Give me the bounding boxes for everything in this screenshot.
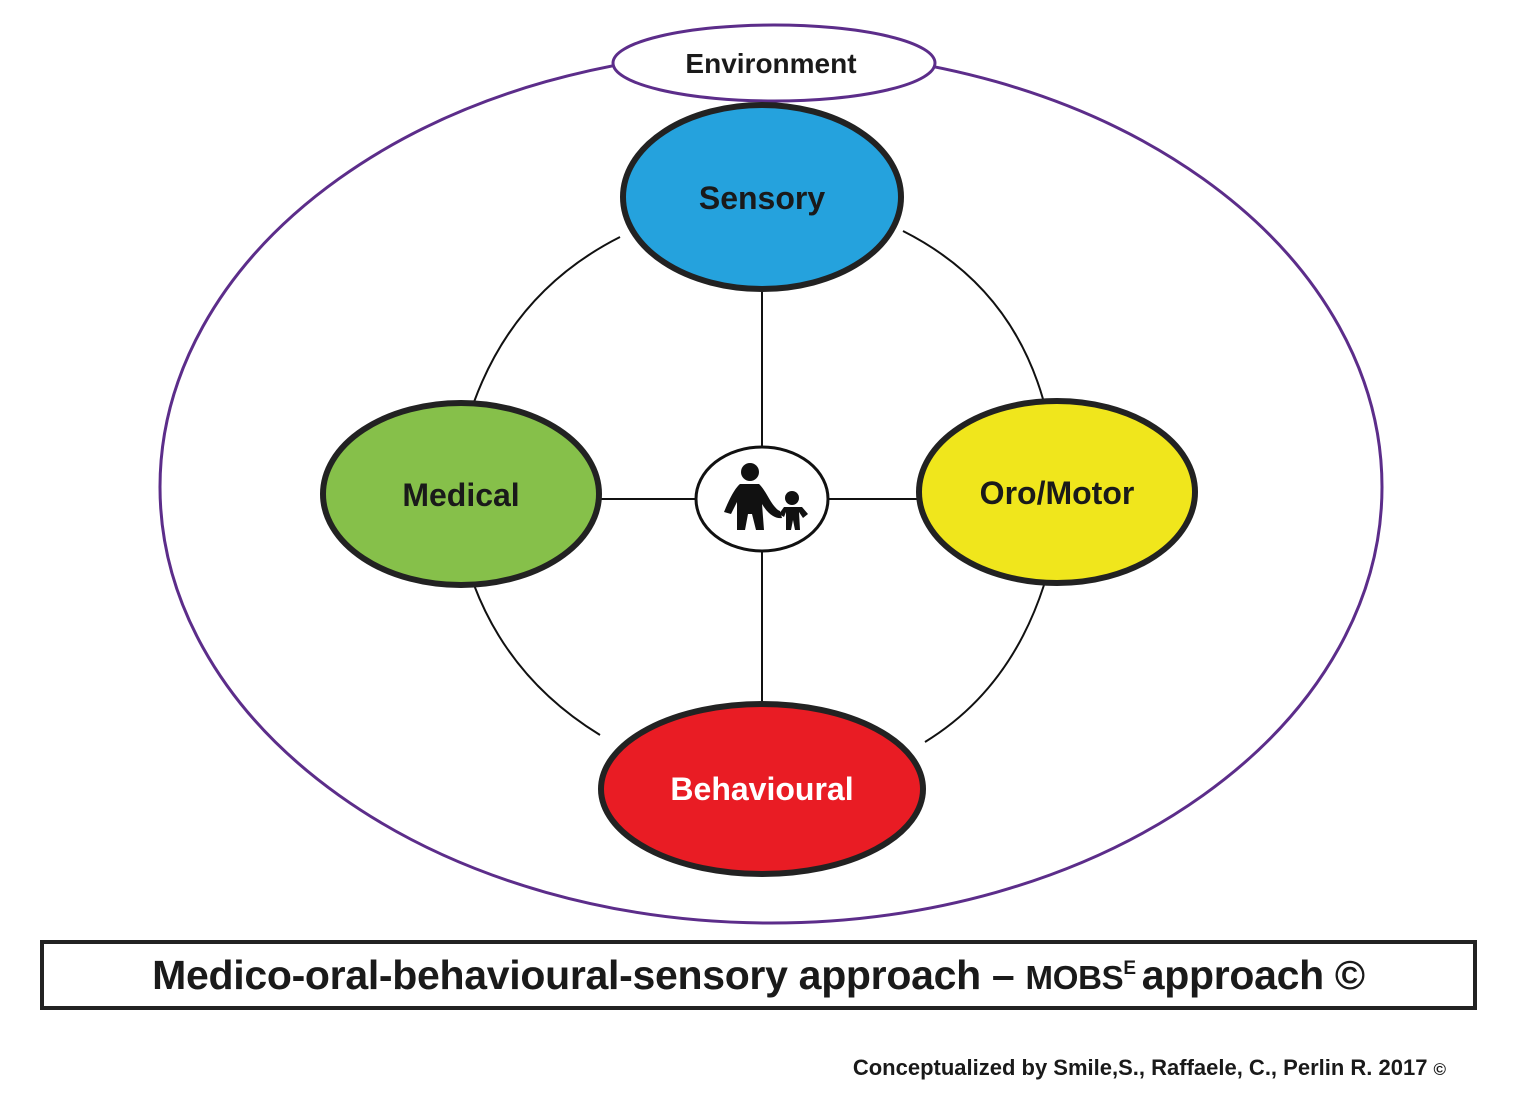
connector-arcs bbox=[473, 230, 1045, 743]
copyright-symbol: © bbox=[1433, 1060, 1446, 1079]
credit-line: Conceptualized by Smile,S., Raffaele, C.… bbox=[853, 1055, 1446, 1081]
arc-oromotor-behavioural bbox=[924, 584, 1045, 743]
behavioural-label: Behavioural bbox=[670, 771, 853, 807]
mobs-diagram: Environment Sensory Medical Oro/Motor Be… bbox=[158, 23, 1384, 925]
arc-sensory-medical bbox=[473, 236, 621, 403]
parent-child-icon bbox=[694, 445, 830, 553]
spokes bbox=[601, 290, 918, 706]
oromotor-node bbox=[916, 398, 1198, 586]
sensory-node bbox=[620, 102, 904, 292]
credit-text: Conceptualized by Smile,S., Raffaele, C.… bbox=[852, 1055, 1428, 1080]
title-main: Medico-oral-behavioural-sensory approach… bbox=[152, 951, 1015, 998]
arc-sensory-oromotor bbox=[902, 230, 1044, 400]
diagram-title: Medico-oral-behavioural-sensory approach… bbox=[152, 952, 1365, 999]
title-suffix: approach © bbox=[1141, 951, 1365, 998]
sensory-label: Sensory bbox=[699, 180, 825, 216]
medical-label: Medical bbox=[402, 477, 519, 513]
oromotor-label: Oro/Motor bbox=[980, 475, 1135, 511]
environment-label-ellipse bbox=[611, 23, 937, 103]
arc-medical-behavioural bbox=[473, 584, 601, 736]
title-box: Medico-oral-behavioural-sensory approach… bbox=[40, 940, 1477, 1010]
title-superscript: E bbox=[1123, 957, 1136, 979]
behavioural-node bbox=[598, 701, 926, 877]
environment-label: Environment bbox=[685, 48, 856, 79]
medical-node bbox=[320, 400, 602, 588]
title-acronym: MOBS bbox=[1025, 958, 1124, 996]
